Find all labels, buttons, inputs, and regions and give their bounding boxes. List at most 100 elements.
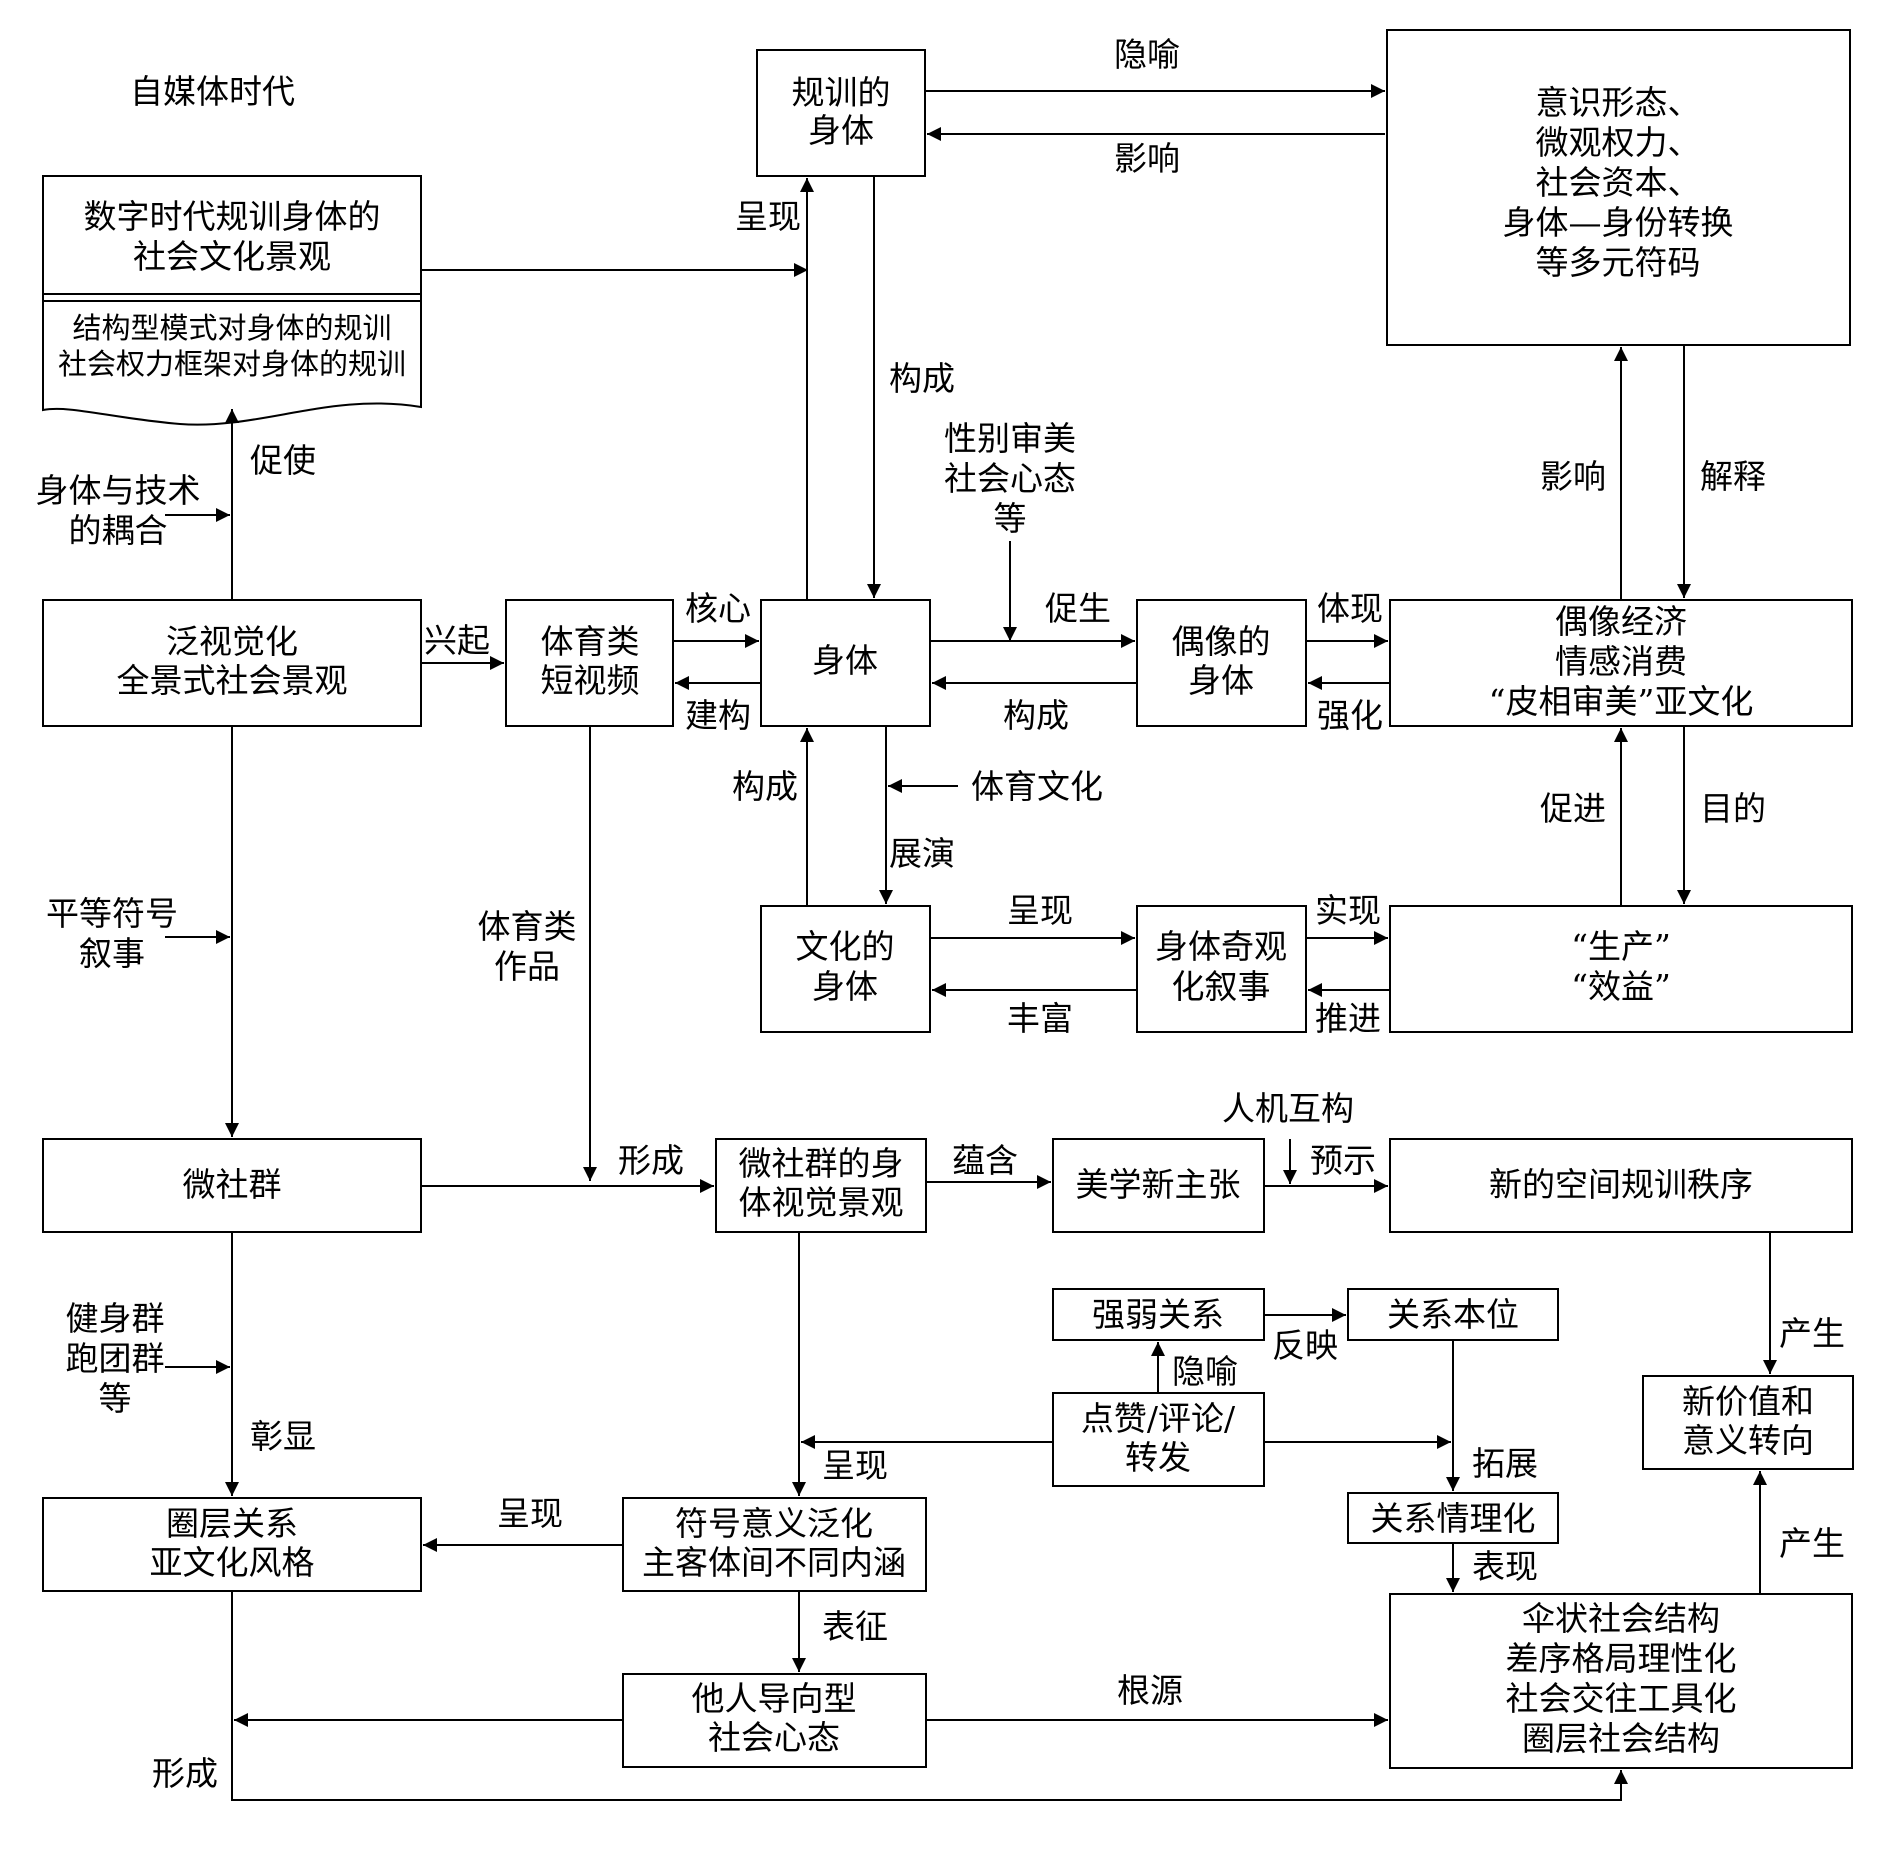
label-gender-3: 等 <box>994 499 1027 538</box>
box-umbrella-structure: 伞状社会结构 差序格局理性化 社会交往工具化 圈层社会结构 <box>1389 1593 1853 1769</box>
svg-text:文化的: 文化的 <box>796 927 895 966</box>
svg-text:身体: 身体 <box>812 641 878 680</box>
label-advance: 推进 <box>1315 999 1381 1038</box>
svg-text:偶像经济: 偶像经济 <box>1555 602 1687 641</box>
label-characterize: 表征 <box>822 1607 888 1646</box>
label-equal-symbol: 平等符号 <box>46 894 178 933</box>
box-pan-visualization: 泛视觉化 全景式社会景观 <box>42 599 422 727</box>
svg-text:微社群: 微社群 <box>183 1165 282 1204</box>
svg-text:化叙事: 化叙事 <box>1172 967 1271 1006</box>
svg-text:微社群的身: 微社群的身 <box>739 1144 904 1183</box>
label-purpose: 目的 <box>1700 789 1766 828</box>
svg-text:身体: 身体 <box>808 111 874 150</box>
label-metaphor: 隐喻 <box>1114 35 1180 74</box>
label-form-2: 形成 <box>152 1754 218 1793</box>
svg-text:新价值和: 新价值和 <box>1682 1382 1814 1421</box>
diagram-title: 自媒体时代 <box>130 72 295 111</box>
svg-text:“皮相审美”亚文化: “皮相审美”亚文化 <box>1489 682 1754 721</box>
svg-text:体育类: 体育类 <box>541 622 640 661</box>
label-root: 根源 <box>1117 1671 1183 1710</box>
svg-text:亚文化风格: 亚文化风格 <box>150 1543 315 1582</box>
svg-text:数字时代规训身体的: 数字时代规训身体的 <box>84 197 381 236</box>
label-present-3: 呈现 <box>822 1446 888 1485</box>
label-explain: 解释 <box>1700 457 1766 496</box>
svg-text:美学新主张: 美学新主张 <box>1076 1165 1241 1204</box>
box-aesthetic-proposition: 美学新主张 <box>1052 1138 1265 1233</box>
svg-text:身体: 身体 <box>1188 661 1254 700</box>
svg-text:伞状社会结构: 伞状社会结构 <box>1522 1599 1720 1638</box>
label-influence-right: 影响 <box>1540 457 1606 496</box>
label-metaphor-2: 隐喻 <box>1172 1352 1238 1391</box>
label-sports-works-2: 作品 <box>494 947 560 986</box>
box-cultural-body: 文化的 身体 <box>760 905 931 1033</box>
svg-text:泛视觉化: 泛视觉化 <box>166 622 298 661</box>
label-constitute-3: 构成 <box>732 767 798 806</box>
label-expand: 拓展 <box>1472 1444 1538 1483</box>
svg-text:他人导向型: 他人导向型 <box>692 1679 857 1718</box>
box-strong-weak-relations: 强弱关系 <box>1052 1288 1265 1341</box>
svg-text:圈层关系: 圈层关系 <box>166 1504 298 1543</box>
label-facilitate: 促进 <box>1540 789 1606 828</box>
label-enrich: 丰富 <box>1007 999 1073 1038</box>
box-symbol-generalization: 符号意义泛化 主客体间不同内涵 <box>622 1497 927 1592</box>
box-like-comment-share: 点赞/评论/ 转发 <box>1052 1392 1265 1487</box>
label-embody: 体现 <box>1317 589 1383 628</box>
label-unfold: 展演 <box>889 834 955 873</box>
label-produce-2: 产生 <box>1779 1524 1845 1563</box>
svg-text:微观权力、: 微观权力、 <box>1536 123 1701 162</box>
svg-text:差序格局理性化: 差序格局理性化 <box>1506 1639 1737 1678</box>
svg-text:意识形态、: 意识形态、 <box>1536 83 1701 122</box>
box-new-value: 新价值和 意义转向 <box>1642 1375 1854 1470</box>
svg-text:短视频: 短视频 <box>541 661 640 700</box>
box-circle-relations: 圈层关系 亚文化风格 <box>42 1497 422 1592</box>
label-equal-symbol-2: 叙事 <box>79 934 145 973</box>
svg-text:主客体间不同内涵: 主客体间不同内涵 <box>642 1543 906 1582</box>
label-core: 核心 <box>685 589 751 628</box>
label-body-tech-2: 的耦合 <box>69 511 168 550</box>
svg-text:社会文化景观: 社会文化景观 <box>133 237 331 276</box>
document-social-cultural-landscape: 数字时代规训身体的 社会文化景观 结构型模式对身体的规训 社会权力框架对身体的规… <box>42 175 422 426</box>
connectors <box>165 84 1777 1801</box>
label-influence: 影响 <box>1114 139 1180 178</box>
label-fitness-groups-3: 等 <box>99 1379 132 1418</box>
box-other-directed: 他人导向型 社会心态 <box>622 1673 927 1768</box>
label-present-4: 呈现 <box>497 1494 563 1533</box>
label-present: 呈现 <box>735 197 801 236</box>
box-disciplined-body: 规训的 身体 <box>756 49 926 177</box>
box-production-benefit: “生产” “效益” <box>1389 905 1853 1033</box>
box-spectacle-narrative: 身体奇观 化叙事 <box>1136 905 1307 1033</box>
svg-text:社会心态: 社会心态 <box>708 1718 840 1757</box>
label-form: 形成 <box>618 1141 684 1180</box>
svg-text:社会资本、: 社会资本、 <box>1536 163 1701 202</box>
label-sports-culture: 体育文化 <box>971 767 1103 806</box>
box-idol-economy: 偶像经济 情感消费 “皮相审美”亚文化 <box>1389 599 1853 727</box>
svg-text:身体奇观: 身体奇观 <box>1155 927 1287 966</box>
svg-text:等多元符码: 等多元符码 <box>1536 243 1701 282</box>
svg-text:点赞/评论/: 点赞/评论/ <box>1081 1399 1236 1438</box>
label-constitute-2: 构成 <box>1003 696 1069 735</box>
svg-text:符号意义泛化: 符号意义泛化 <box>675 1504 873 1543</box>
box-relation-rationalization: 关系情理化 <box>1347 1492 1559 1544</box>
svg-text:“效益”: “效益” <box>1571 967 1671 1006</box>
label-fitness-groups: 健身群 <box>66 1299 165 1338</box>
box-sports-short-video: 体育类 短视频 <box>505 599 674 727</box>
edge-labels: 隐喻 影响 呈现 构成 促使 身体与技术 的耦合 性别审美 社会心态 等 影响 … <box>36 35 1846 1793</box>
label-produce: 产生 <box>1779 1314 1845 1353</box>
label-strengthen: 强化 <box>1317 696 1383 735</box>
label-present-2: 呈现 <box>1007 891 1073 930</box>
label-construct: 建构 <box>685 696 751 735</box>
label-constitute: 构成 <box>889 359 955 398</box>
box-micro-community: 微社群 <box>42 1138 422 1233</box>
box-multiple-codes: 意识形态、 微观权力、 社会资本、 身体—身份转换 等多元符码 <box>1386 29 1851 346</box>
svg-text:新的空间规训秩序: 新的空间规训秩序 <box>1489 1165 1753 1204</box>
label-manifest: 表现 <box>1472 1547 1538 1586</box>
svg-text:强弱关系: 强弱关系 <box>1092 1295 1224 1334</box>
label-gender-2: 社会心态 <box>944 459 1076 498</box>
label-highlight: 彰显 <box>250 1417 316 1456</box>
svg-text:情感消费: 情感消费 <box>1555 642 1687 681</box>
box-body: 身体 <box>760 599 931 727</box>
svg-text:意义转向: 意义转向 <box>1682 1421 1814 1460</box>
svg-text:偶像的: 偶像的 <box>1172 622 1271 661</box>
label-human-machine: 人机互构 <box>1222 1089 1354 1128</box>
